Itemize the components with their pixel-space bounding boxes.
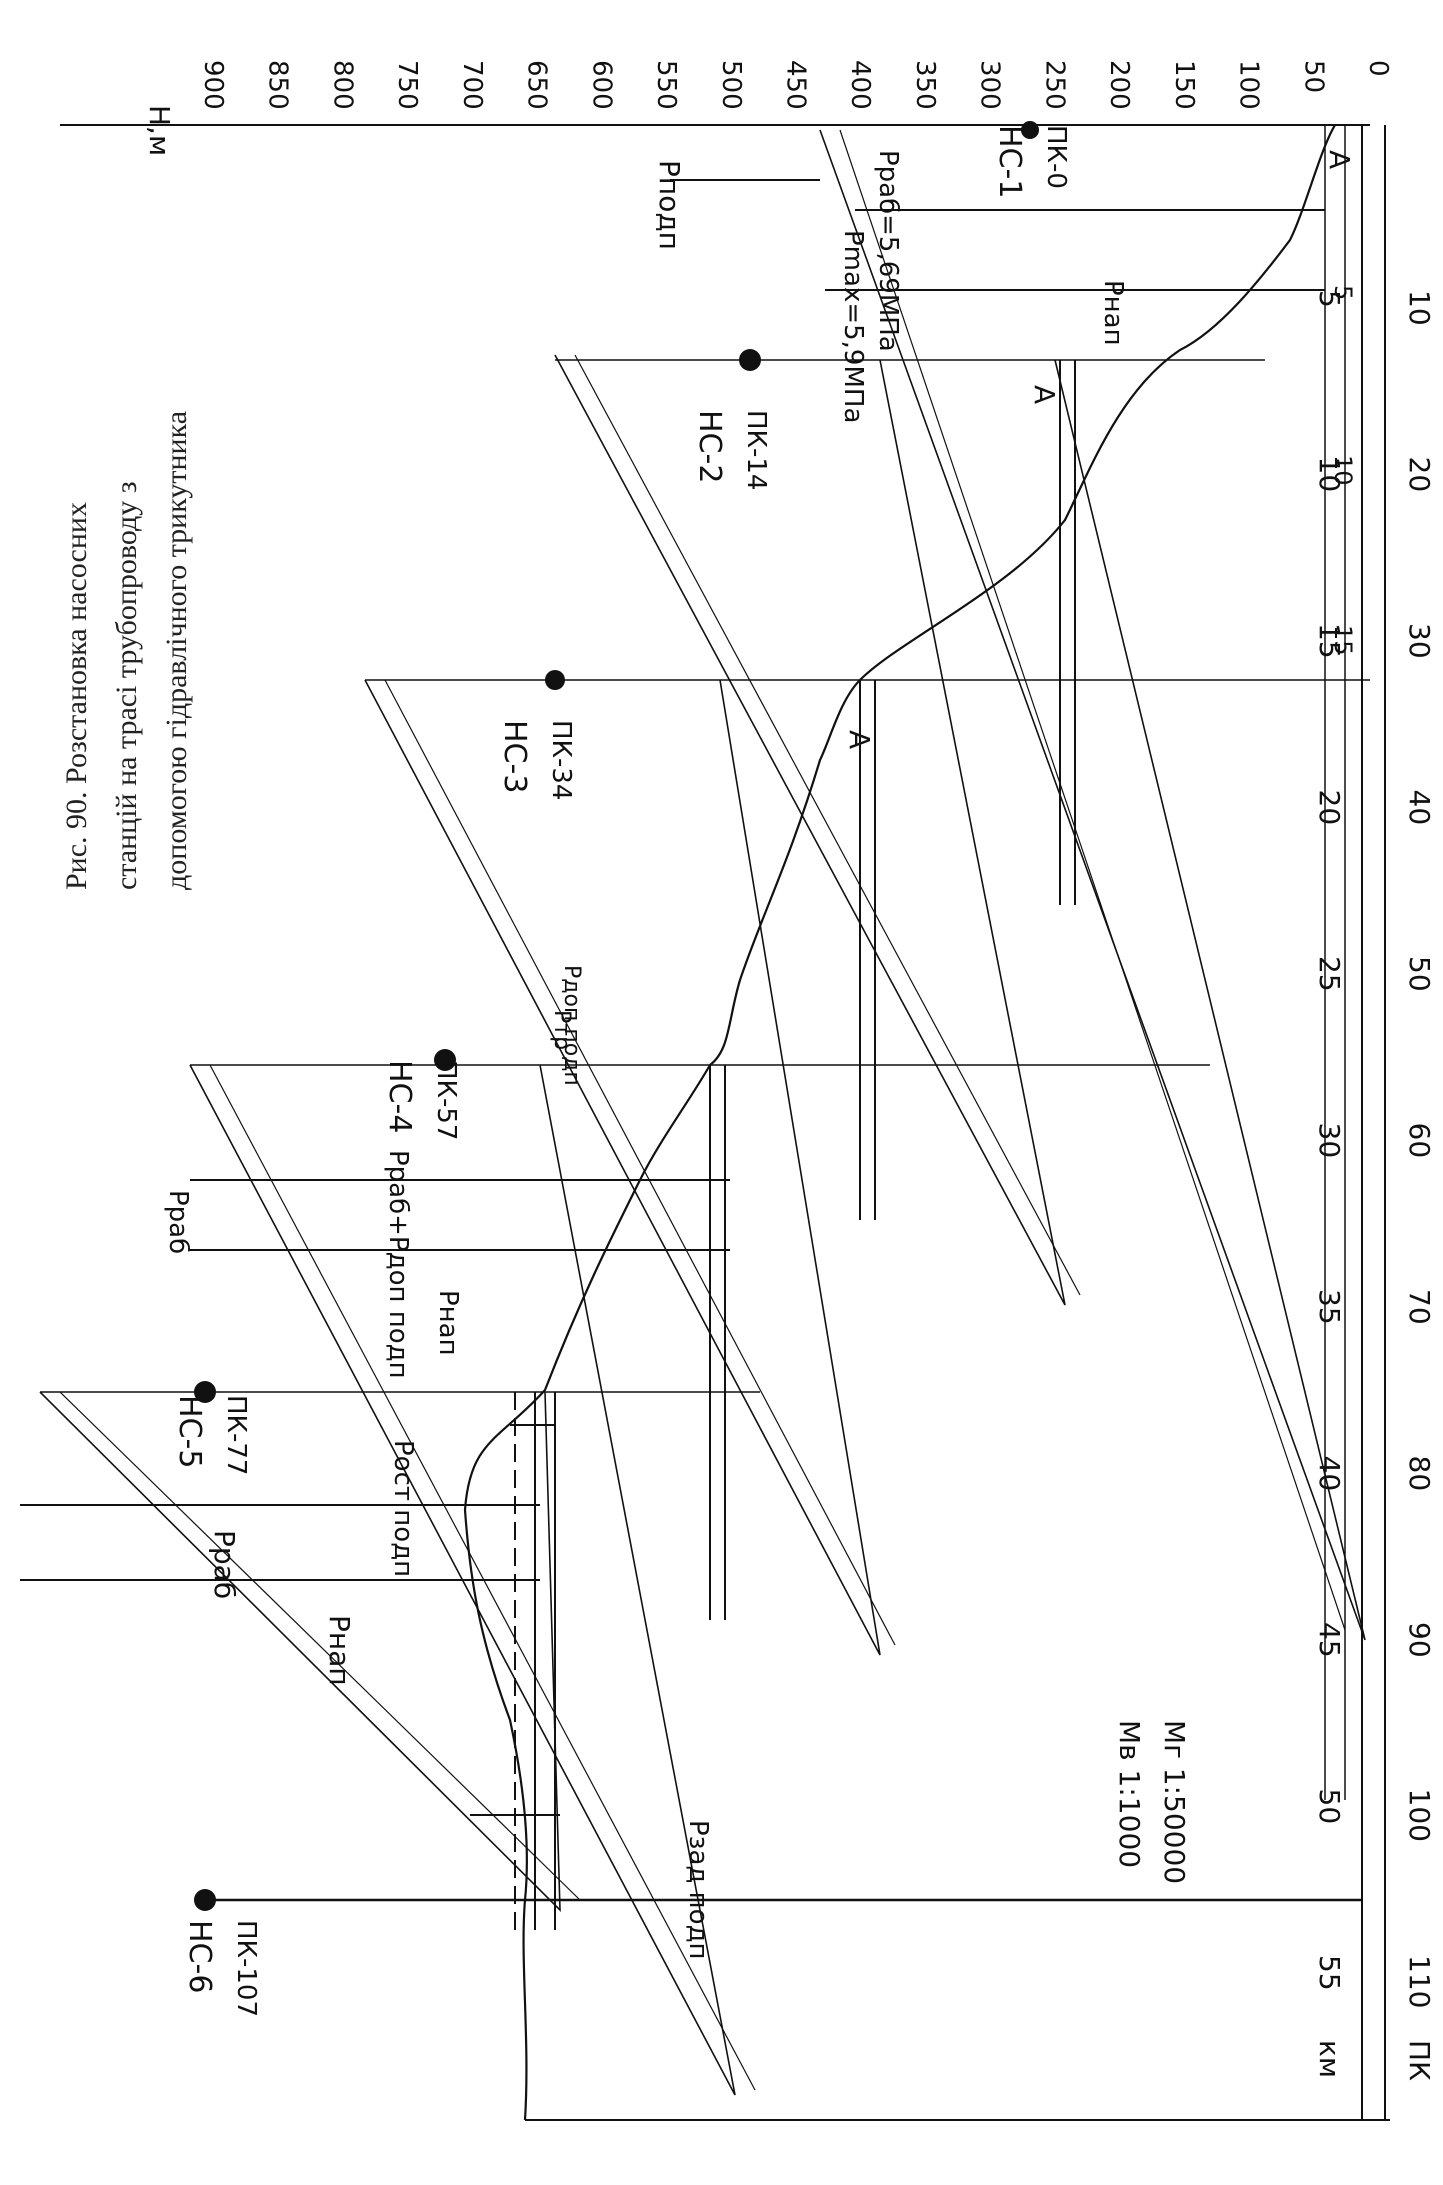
h-tick-label: 800	[327, 60, 357, 110]
h-tick-label: 100	[1234, 60, 1264, 110]
pk-tick-label: 40	[1403, 790, 1436, 826]
h-axis-label: H,м	[143, 105, 176, 156]
h-tick-label: 400	[845, 60, 875, 110]
p-podp-label: Pподп	[653, 160, 686, 250]
station-pk-label: ПК-77	[221, 1395, 251, 1475]
pk-axis-label: ПК	[1403, 2040, 1436, 2081]
h-tick-label: 300	[975, 60, 1005, 110]
pk-tick-label: 20	[1403, 457, 1436, 493]
h-tick-label: 500	[716, 60, 746, 110]
pk-tick-label: 30	[1403, 623, 1436, 659]
caption-line: станцій на трасі трубопроводу з	[110, 481, 143, 890]
h-tick-label: 200	[1104, 60, 1134, 110]
pk-tick-label: 70	[1403, 1289, 1436, 1325]
figure-caption: Рис. 90. Розстановка насосних станцій на…	[30, 330, 230, 890]
station-pk-label: ПК-14	[741, 410, 771, 490]
pk-tick-label: 80	[1403, 1456, 1436, 1492]
triangle-5b	[59, 1391, 581, 1901]
caption-line: Рис. 90. Розстановка насосних	[60, 502, 93, 890]
h-tick-label: 900	[198, 60, 228, 110]
station-pk-label: ПК-34	[546, 720, 576, 800]
km-tick-label: 20	[1313, 790, 1346, 826]
point-a-label: A	[1323, 150, 1356, 169]
station-id-label: НС-2	[692, 410, 727, 483]
scale-h-label: Mг 1:50000	[1158, 1720, 1191, 1884]
h-tick-label: 50	[1298, 60, 1328, 93]
top-scale-tick: 10	[1329, 455, 1357, 486]
h-tick-label: 150	[1169, 60, 1199, 110]
p-nap-label: Pнап	[433, 1290, 463, 1356]
station-marker-4	[434, 1049, 456, 1071]
h-tick-label: 0	[1363, 60, 1393, 77]
triangle-1b	[839, 129, 1346, 1631]
triangle-4	[189, 1064, 736, 2096]
station-id-label: НС-6	[182, 1920, 217, 1993]
station-marker-1	[1021, 121, 1039, 139]
p-tr-label: Pтр	[549, 1010, 574, 1050]
station-id-label: НС-3	[497, 720, 532, 793]
p-rab-plus-podp-label: Pраб+Pдоп подп	[383, 1150, 413, 1379]
p-nap-label: Pнап	[323, 1615, 356, 1686]
h-tick-label: 350	[910, 60, 940, 110]
km-tick-label: 55	[1313, 1955, 1346, 1991]
station-marker-5	[194, 1381, 216, 1403]
p-max-value-label: Pmax=5,9МПа	[838, 230, 868, 423]
triangle-4b	[209, 1064, 756, 2091]
p-ost-podp-label: Pост подп	[388, 1440, 418, 1577]
triangle-1	[819, 129, 1366, 1641]
pk-tick-label: 100	[1403, 1789, 1436, 1842]
h-tick-label: 600	[586, 60, 616, 110]
pk-tick-label: 50	[1403, 956, 1436, 992]
pk-tick-label: 110	[1403, 1955, 1436, 2008]
pk-tick-label: 90	[1403, 1622, 1436, 1658]
h-tick-label: 250	[1039, 60, 1069, 110]
p-nap-label: Pнап	[1098, 280, 1128, 346]
km-tick-label: 5	[1313, 290, 1346, 308]
km-tick-label: 45	[1313, 1622, 1346, 1658]
triangle-5	[39, 1391, 561, 1912]
caption-line: допомогою гідравлічного трикутника	[160, 410, 193, 890]
station-marker-2	[739, 349, 761, 371]
km-tick-label: 15	[1313, 623, 1346, 659]
scale-v-label: Mв 1:1000	[1113, 1720, 1146, 1868]
km-tick-label: 50	[1313, 1789, 1346, 1825]
triangle-2	[554, 354, 1066, 1306]
p-rab-label: Pраб	[208, 1530, 241, 1599]
km-tick-label: 30	[1313, 1123, 1346, 1159]
station-pk-label: ПК-57	[431, 1060, 461, 1140]
km-tick-label: 40	[1313, 1456, 1346, 1492]
top-scale-tick: 5	[1329, 285, 1357, 300]
station-pk-label: ПК-107	[231, 1920, 261, 2017]
km-tick-label: 35	[1313, 1289, 1346, 1325]
p-zad-podp-label: Pзад подп	[683, 1820, 713, 1960]
station-pk-label: ПК-0	[1041, 125, 1071, 189]
station-marker-3	[545, 670, 565, 690]
station-id-label: НС-5	[172, 1395, 207, 1468]
triangle-2b	[574, 354, 1081, 1296]
h-tick-label: 750	[392, 60, 422, 110]
km-tick-label: 25	[1313, 956, 1346, 992]
triangle-3	[364, 679, 881, 1656]
km-axis-label: км	[1313, 2040, 1346, 2078]
station-marker-6	[194, 1889, 216, 1911]
h-tick-label: 450	[781, 60, 811, 110]
pk-tick-label: 60	[1403, 1123, 1436, 1159]
km-tick-label: 10	[1313, 457, 1346, 493]
p-rab-label: Pраб	[163, 1190, 193, 1254]
station-id-label: НС-4	[382, 1060, 417, 1133]
p-rab-value-label: Pраб=5,69МПа	[873, 150, 903, 352]
p-dop-podp-label: Pдоп подп	[559, 965, 584, 1086]
h-tick-label: 700	[457, 60, 487, 110]
station-id-label: НС-1	[992, 125, 1027, 198]
triangle-3b	[384, 679, 896, 1646]
point-a-label: A	[1028, 385, 1061, 404]
h-tick-label: 650	[522, 60, 552, 110]
pk-tick-label: 10	[1403, 290, 1436, 326]
h-tick-label: 550	[651, 60, 681, 110]
top-scale-tick: 15	[1329, 625, 1357, 656]
ground-profile	[463, 124, 1336, 2121]
point-a-label: A	[843, 730, 876, 749]
h-tick-label: 850	[263, 60, 293, 110]
